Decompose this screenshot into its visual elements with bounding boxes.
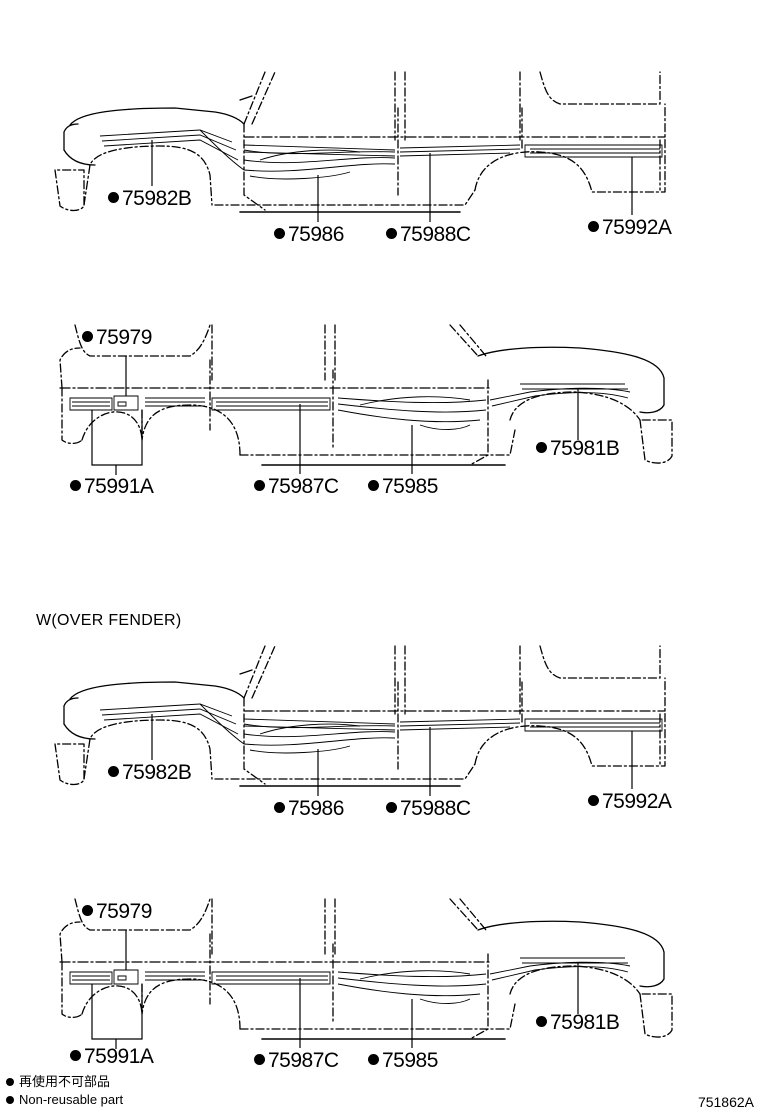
part-label-75982B: 75982B [108, 188, 192, 209]
part-label-75991A: 75991A [70, 476, 154, 497]
non-reusable-dot-icon [536, 441, 547, 453]
non-reusable-dot-icon [108, 191, 119, 203]
section-title: W(OVER FENDER) [36, 612, 182, 629]
non-reusable-dot-icon [254, 479, 265, 491]
part-label-75987C: 75987C [254, 1050, 339, 1071]
legend-japanese: 再使用不可部品 [6, 1075, 110, 1088]
part-label-75992A: 75992A [588, 791, 672, 812]
non-reusable-dot-icon [536, 1015, 547, 1027]
part-label-75988C: 75988C [386, 224, 471, 245]
non-reusable-dot-icon [368, 479, 379, 491]
part-label-75988C: 75988C [386, 798, 471, 819]
legend-dot-icon [6, 1095, 14, 1104]
non-reusable-dot-icon [82, 330, 93, 342]
non-reusable-dot-icon [108, 765, 119, 777]
part-label-75985: 75985 [368, 476, 438, 497]
non-reusable-dot-icon [274, 227, 285, 239]
non-reusable-dot-icon [70, 1049, 81, 1061]
non-reusable-dot-icon [82, 904, 93, 916]
legend-dot-icon [6, 1077, 14, 1086]
part-label-75991A: 75991A [70, 1046, 154, 1067]
part-label-75982B: 75982B [108, 762, 192, 783]
part-label-75985: 75985 [368, 1050, 438, 1071]
non-reusable-dot-icon [386, 801, 397, 813]
part-label-75987C: 75987C [254, 476, 339, 497]
non-reusable-dot-icon [588, 794, 599, 806]
part-label-75979: 75979 [82, 327, 152, 348]
part-label-75979: 75979 [82, 901, 152, 922]
part-label-75992A: 75992A [588, 217, 672, 238]
part-label-75986: 75986 [274, 224, 344, 245]
non-reusable-dot-icon [274, 801, 285, 813]
non-reusable-dot-icon [254, 1053, 265, 1065]
part-label-75981B: 75981B [536, 1012, 620, 1033]
figure-code: 751862A [697, 1094, 754, 1110]
non-reusable-dot-icon [386, 227, 397, 239]
part-label-75981B: 75981B [536, 438, 620, 459]
legend-english: Non-reusable part [6, 1093, 123, 1106]
non-reusable-dot-icon [70, 479, 81, 491]
part-label-75986: 75986 [274, 798, 344, 819]
non-reusable-dot-icon [588, 220, 599, 232]
non-reusable-dot-icon [368, 1053, 379, 1065]
